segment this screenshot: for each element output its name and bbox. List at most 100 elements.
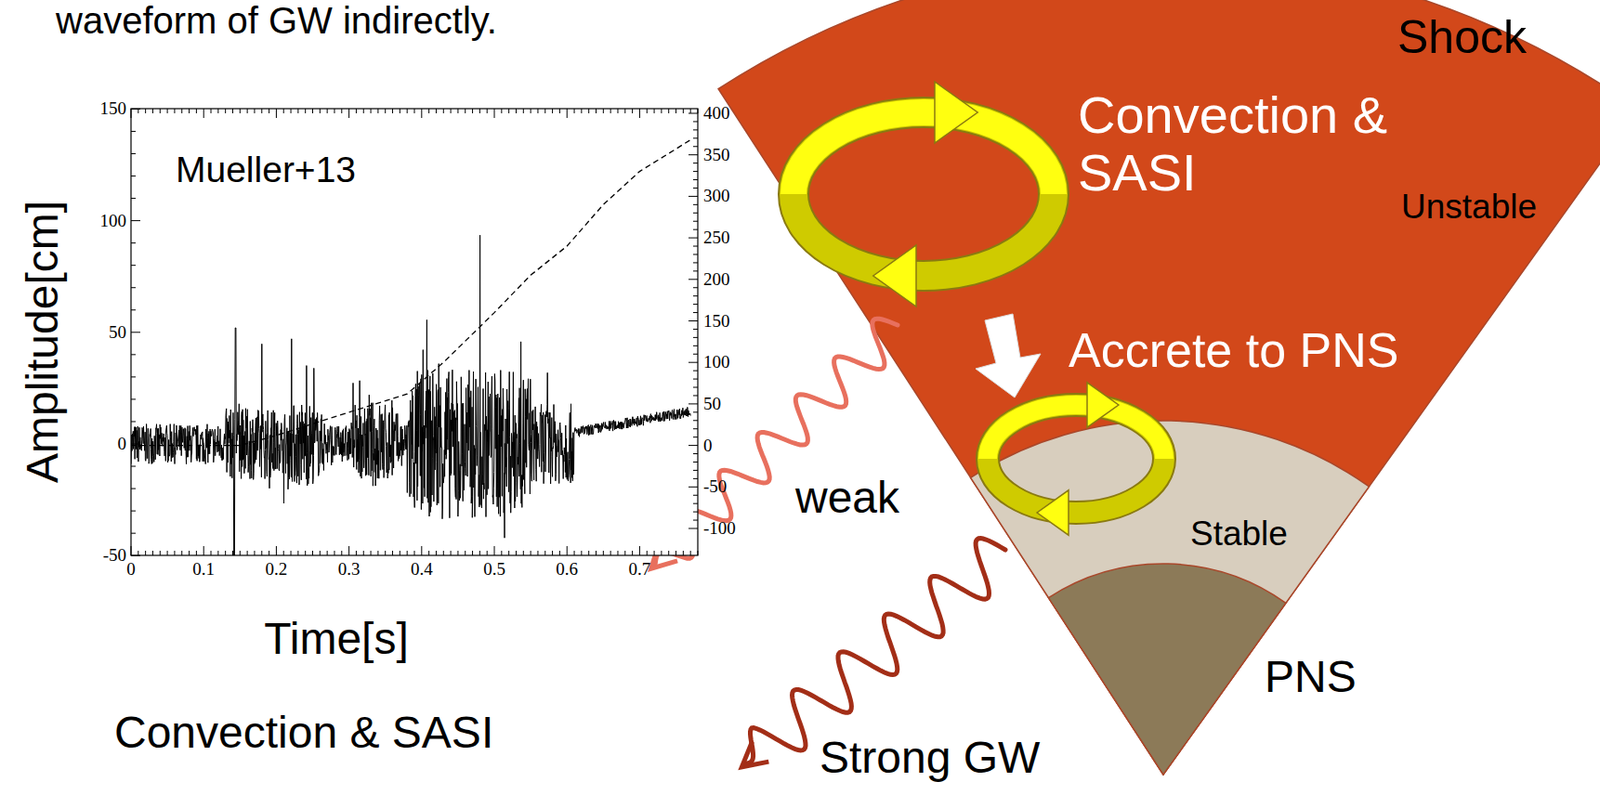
label: Convection & SASI [1077,86,1394,201]
tick [566,108,568,119]
tick [131,488,136,490]
tick [697,550,699,556]
tick [530,108,532,114]
gw-wave [746,538,1006,764]
tick [210,108,212,114]
tick-label: 50 [108,322,127,342]
tick [333,108,335,114]
tick-label: 200 [703,269,731,289]
tick-label: 350 [703,144,731,165]
label: Accrete to PNS [1068,324,1399,378]
tick [697,108,699,114]
tick [566,546,568,556]
label: Shock [1397,12,1527,64]
tick [137,550,139,556]
tick [363,550,365,556]
tick [450,108,452,114]
tick [693,303,698,305]
tick [232,550,234,556]
tick [693,345,698,347]
tick [639,546,641,556]
tick-label: 300 [703,186,731,207]
tick [247,550,249,556]
swirl-head [873,245,917,307]
swirl [987,405,1165,513]
tick [297,108,299,114]
tick [616,108,618,114]
tick [688,445,698,446]
tick [690,108,692,114]
tick [639,108,641,119]
tick [384,550,386,556]
tick [392,108,394,114]
tick [688,113,698,115]
tick [188,550,190,556]
tick [580,550,582,556]
tick-label: 100 [703,353,731,373]
label: Convection & SASI [114,708,494,759]
gw-arrowhead [741,741,769,767]
tick [654,550,656,556]
swirl-front [987,405,1165,460]
tick [508,550,510,556]
tick [682,550,684,556]
tick [559,550,561,556]
tick [688,237,698,239]
label: Amplitude[cm] [18,200,68,484]
tick [693,221,698,223]
label: waveform of GW indirectly. [55,0,498,41]
tick [688,278,698,280]
region [718,0,1600,775]
tick [327,550,328,556]
tick [668,108,669,114]
tick [131,242,136,244]
tick [131,376,136,378]
tick [232,108,234,114]
tick-label: 0.2 [265,560,289,580]
tick [152,550,154,556]
tick-label: 0.6 [555,560,578,580]
tick [312,550,314,556]
tick [327,108,328,114]
tick [595,550,597,556]
tick [580,108,582,114]
tick [224,550,226,556]
tick [188,108,190,114]
tick-label: 0.3 [338,560,361,580]
tick [377,108,379,114]
tick [131,546,132,556]
tick [275,108,277,119]
tick [144,550,146,556]
tick [610,108,612,114]
tick [559,108,561,114]
tick [479,550,481,556]
swirl-outline [987,405,1165,513]
tick [537,550,538,556]
tick [624,108,626,114]
tick [131,153,136,155]
tick [384,108,386,114]
tick [203,108,205,119]
tick [261,108,263,114]
tick [131,264,136,266]
tick [551,550,553,556]
swirl [793,112,1054,276]
tick [283,550,285,556]
tick [693,162,698,164]
label: weak [795,473,900,524]
swirl-outline [793,112,1054,276]
tick [399,550,401,556]
tick [693,312,698,314]
tick [508,108,510,114]
tick [616,550,618,556]
tick [494,546,496,556]
tick [131,533,136,535]
tick [399,108,401,114]
gw-waves [651,318,1006,768]
tick [247,108,249,114]
tick [544,108,546,114]
label: Time[s] [263,615,409,665]
tick [319,550,321,556]
tick [688,154,698,156]
tick [693,436,698,438]
